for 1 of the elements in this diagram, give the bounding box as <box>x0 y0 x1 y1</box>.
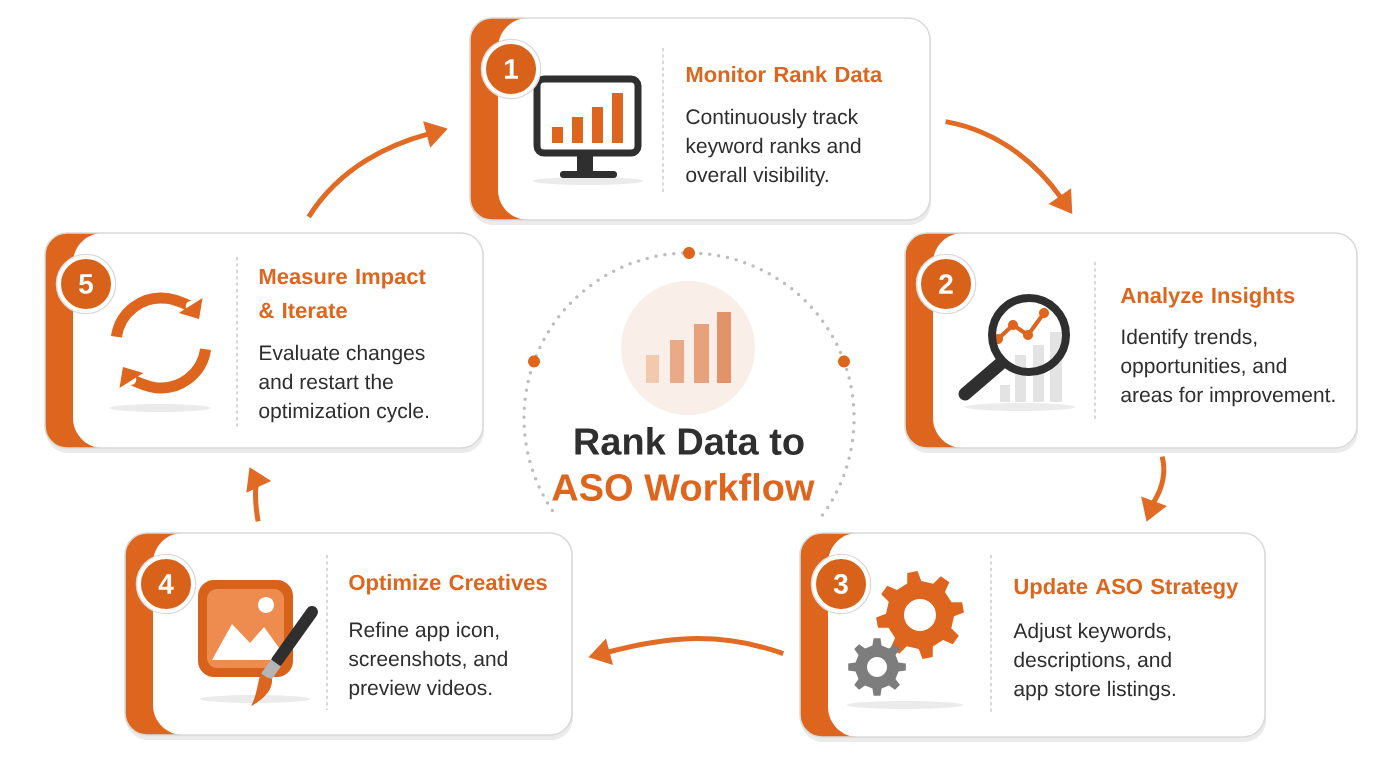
title: Rank Data to ASO Workflow <box>552 427 815 501</box>
